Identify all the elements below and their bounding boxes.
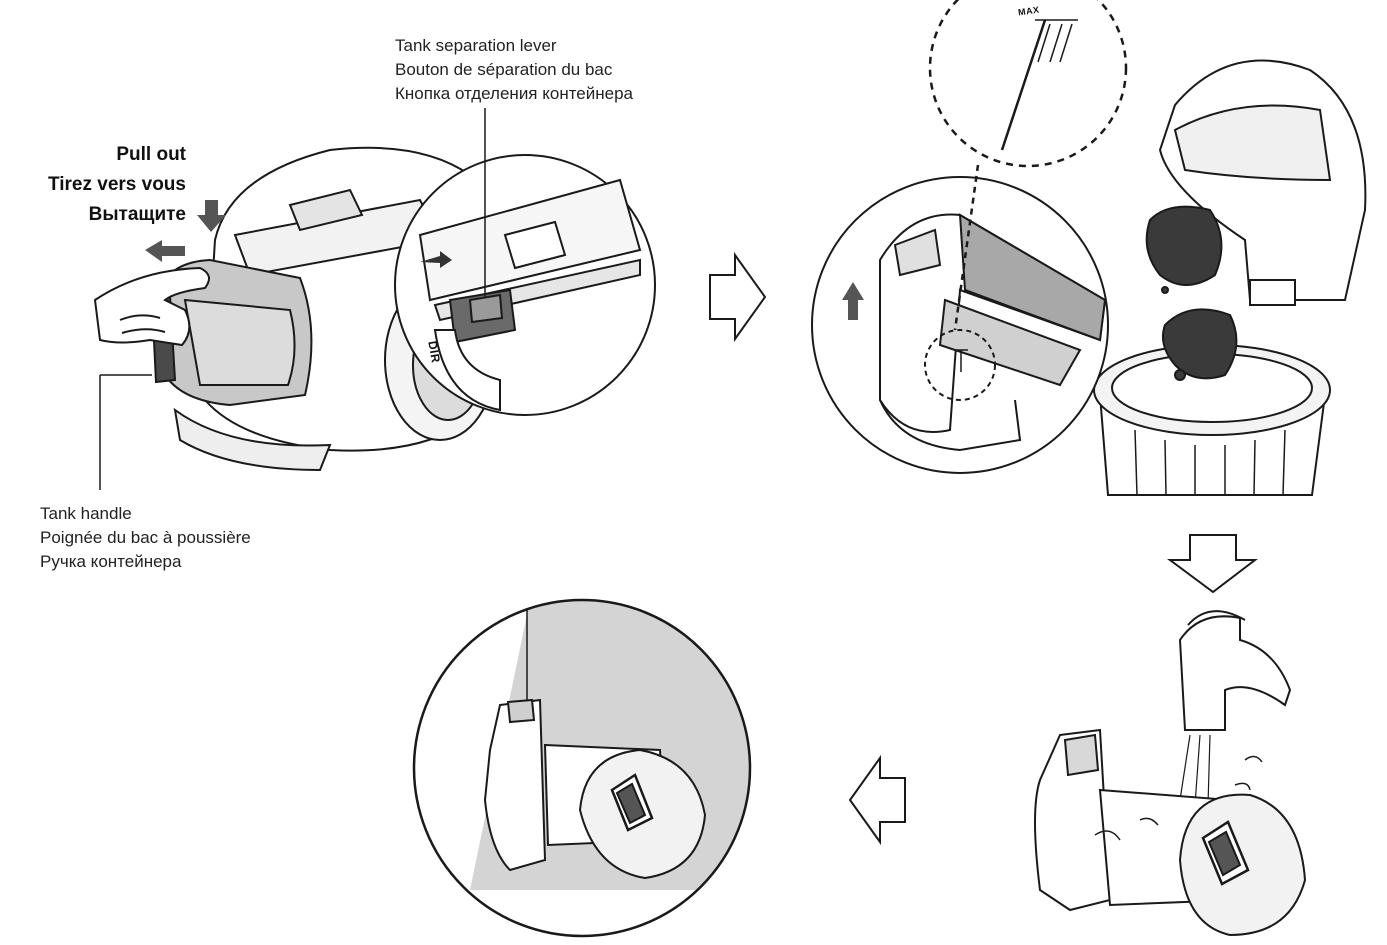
label-line-en: Pull out xyxy=(116,144,186,165)
zoom-detail-open-tank xyxy=(811,176,1109,474)
max-level-magnifier xyxy=(928,0,1128,331)
label-line-en: Tank separation lever xyxy=(395,36,557,55)
label-pull-out: Pull out Tirez vers vous Вытащите xyxy=(0,140,186,230)
label-line-ru: Ручка контейнера xyxy=(40,552,182,571)
label-tank-separation-lever: Tank separation lever Bouton de séparati… xyxy=(395,34,633,106)
dry-tank-illustration xyxy=(412,598,752,938)
wash-tank-illustration xyxy=(1034,610,1307,937)
label-line-fr: Poignée du bac à poussière xyxy=(40,528,251,547)
label-line-fr: Tirez vers vous xyxy=(47,174,186,195)
arrow-right-step-1-to-2 xyxy=(709,251,767,343)
label-line-en: Tank handle xyxy=(40,504,132,523)
label-line-fr: Bouton de séparation du bac xyxy=(395,60,613,79)
label-line-ru: Вытащите xyxy=(88,204,186,225)
empty-dust-tank-illustration xyxy=(1093,59,1367,496)
label-line-ru: Кнопка отделения контейнера xyxy=(395,84,634,103)
label-tank-handle: Tank handle Poignée du bac à poussière Р… xyxy=(40,502,251,574)
arrow-left-step-3-to-4 xyxy=(848,754,906,846)
arrow-down-step-2-to-3 xyxy=(1166,534,1258,594)
zoom-detail-separation-lever xyxy=(394,108,656,416)
